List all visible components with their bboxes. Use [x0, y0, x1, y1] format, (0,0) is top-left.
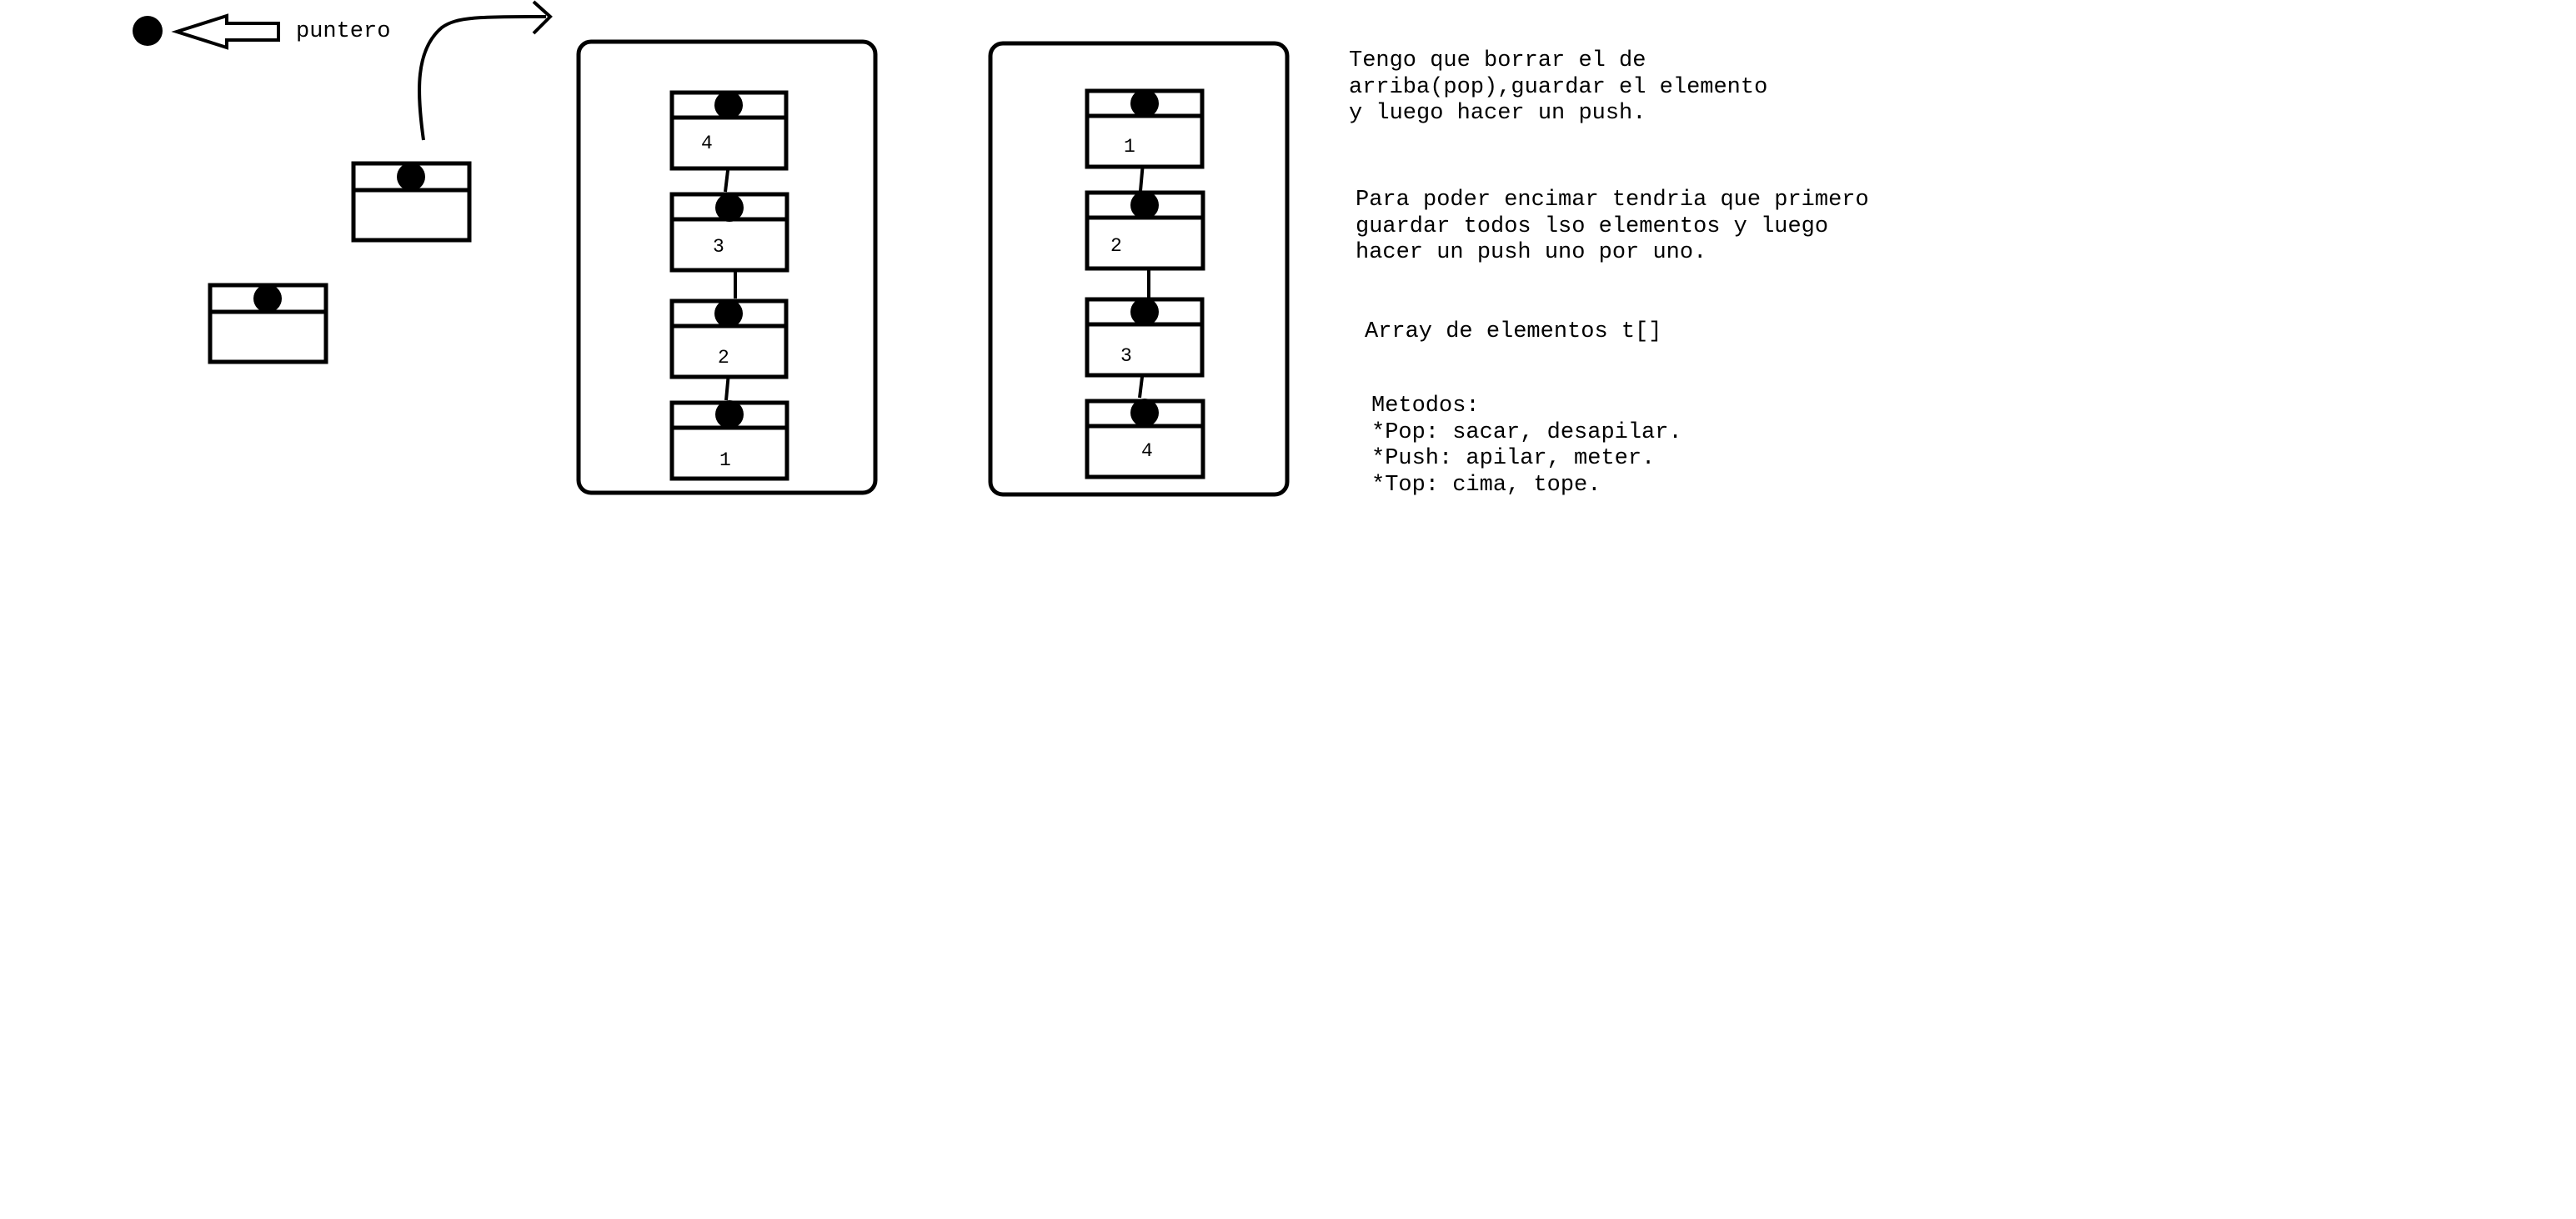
stack-node — [1085, 88, 1205, 169]
node-pointer-icon — [397, 163, 425, 191]
push-curve-arrow — [418, 0, 553, 141]
stack-node — [1085, 399, 1205, 479]
arrow-head-icon — [532, 0, 553, 35]
stack-a-node-value: 2 — [718, 347, 729, 369]
array-note: Array de elementos t[] — [1365, 319, 1662, 344]
node-pointer-icon — [1130, 399, 1159, 427]
stack-b-node-value: 4 — [1141, 440, 1153, 462]
stack-a — [576, 39, 878, 495]
loose-node-upper — [351, 161, 472, 243]
node-pointer-icon — [715, 193, 744, 222]
node-pointer-icon — [1130, 191, 1159, 219]
pointer-dot-icon — [133, 16, 163, 46]
method-item: *Pop: sacar, desapilar. — [1371, 419, 1682, 445]
stack-node — [669, 400, 789, 481]
insert-explanation-note: Para poder encimar tendria que primero g… — [1356, 188, 1869, 265]
stack-a-node-value: 3 — [713, 236, 724, 258]
stack-a-node-value: 4 — [701, 133, 713, 154]
stack-node — [669, 90, 789, 171]
stack-node — [1085, 190, 1205, 271]
node-pointer-icon — [253, 284, 282, 313]
method-item: *Top: cima, tope. — [1371, 472, 1601, 498]
pointer-legend — [133, 13, 280, 50]
stack-b-node-value: 1 — [1124, 136, 1135, 158]
stack-b-node-value: 2 — [1110, 235, 1122, 257]
stack-node — [669, 298, 789, 379]
stack-b-node-value: 3 — [1120, 345, 1132, 367]
node-pointer-icon — [715, 400, 744, 429]
pointer-legend-label: puntero — [296, 19, 391, 44]
node-pointer-icon — [1130, 298, 1159, 326]
stack-a-node-value: 1 — [719, 449, 731, 471]
stack-b — [988, 41, 1290, 497]
pop-explanation-note: Tengo que borrar el de arriba(pop),guard… — [1349, 48, 1768, 126]
loose-node-lower — [208, 283, 328, 364]
node-pointer-icon — [1130, 89, 1159, 118]
methods-title: Metodos: — [1371, 394, 1480, 419]
node-pointer-icon — [714, 91, 743, 119]
stack-node — [1085, 297, 1205, 378]
hollow-left-arrow-icon — [171, 13, 280, 50]
node-pointer-icon — [714, 299, 743, 328]
stack-node — [669, 192, 789, 273]
method-item: *Push: apilar, meter. — [1371, 446, 1656, 471]
methods-note: Metodos: *Pop: sacar, desapilar. *Push: … — [1371, 394, 1682, 499]
